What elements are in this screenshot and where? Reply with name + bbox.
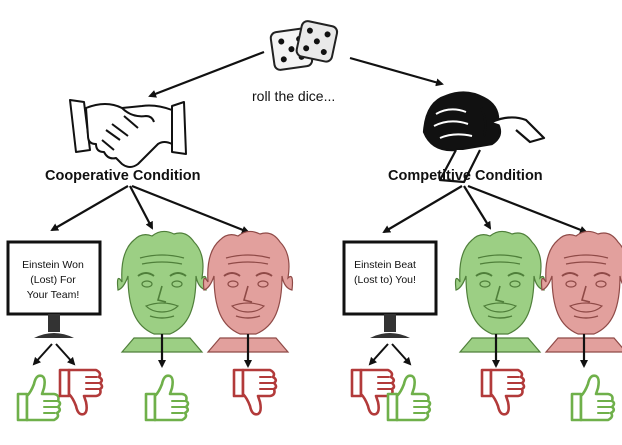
monitor-line: Einstein Won [12, 258, 94, 273]
competitive-condition-label: Competitive Condition [388, 168, 543, 184]
thumbs-down-icon [482, 370, 524, 414]
arrow-monitor-feedback [56, 344, 74, 364]
arrow-comp-monitor [384, 186, 462, 232]
thumbs-up-icon [572, 376, 614, 420]
einstein-red-face [204, 231, 293, 352]
thumbs-down-icon [60, 370, 102, 414]
dice-icon [270, 20, 338, 71]
monitor-message-competitive: Einstein Beat (Lost to) You! [348, 258, 422, 288]
monitor-line: (Lost) For [12, 273, 94, 288]
monitor-line: Your Team! [12, 288, 94, 303]
arrow-monitor-feedback [392, 344, 410, 364]
thumbs-down-icon [234, 370, 276, 414]
arrow-monitor-feedback [34, 344, 52, 364]
monitor-line: Einstein Beat [348, 258, 422, 273]
einstein-green-face [118, 231, 207, 352]
monitor-icon [344, 242, 436, 338]
arrow-to-cooperative [150, 52, 264, 96]
einstein-red-face [542, 231, 622, 352]
cooperative-condition-label: Cooperative Condition [45, 168, 200, 184]
monitor-line: (Lost to) You! [348, 273, 422, 288]
einstein-green-face [456, 231, 545, 352]
arrow-comp-red [468, 186, 586, 232]
dice-label: roll the dice... [252, 88, 335, 104]
thumbs-up-icon [146, 376, 188, 420]
arrow-monitor-feedback [370, 344, 388, 364]
handshake-icon [70, 100, 186, 167]
arrow-coop-monitor [52, 186, 128, 230]
thumbs-up-icon [18, 376, 60, 420]
arrow-to-competitive [350, 58, 442, 84]
monitor-message-cooperative: Einstein Won (Lost) For Your Team! [12, 258, 94, 303]
